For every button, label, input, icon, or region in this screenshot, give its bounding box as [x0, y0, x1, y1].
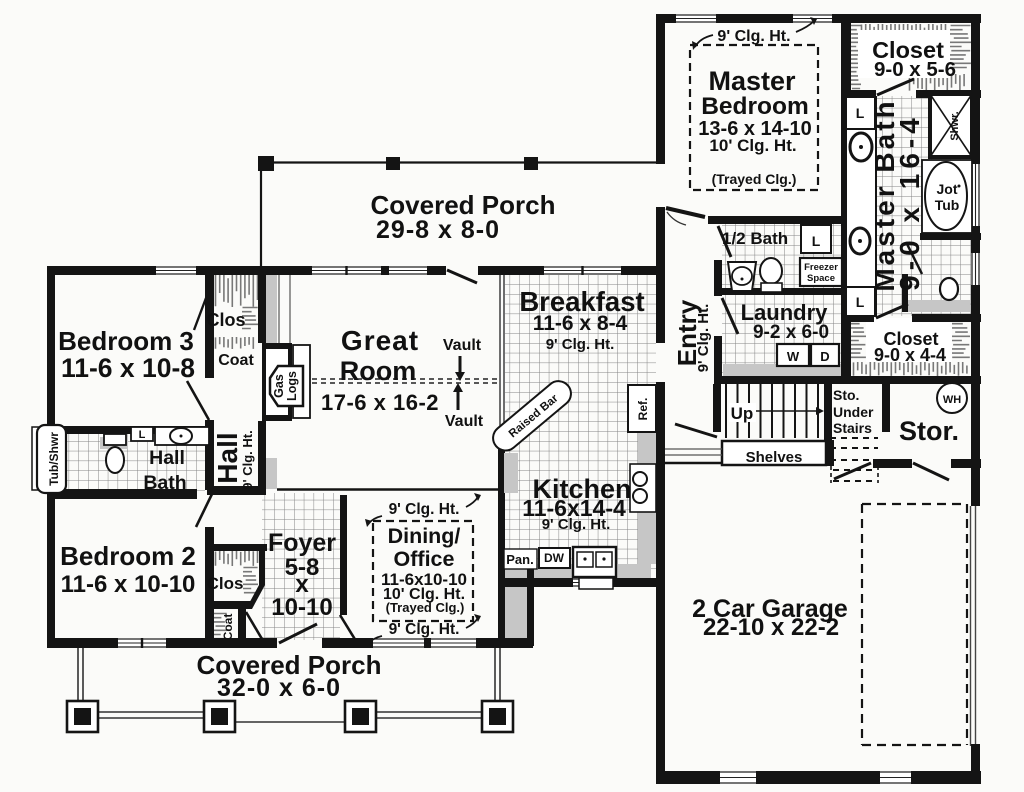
svg-text:11-6x10-10: 11-6x10-10 — [381, 570, 467, 589]
svg-text:9' Clg. Ht.: 9' Clg. Ht. — [695, 304, 712, 373]
svg-text:Up: Up — [731, 404, 754, 423]
svg-text:DW: DW — [544, 551, 565, 565]
svg-text:10' Clg. Ht.: 10' Clg. Ht. — [709, 136, 796, 155]
svg-text:13-6 x 14-10: 13-6 x 14-10 — [698, 118, 811, 140]
svg-text:10' Clg. Ht.: 10' Clg. Ht. — [383, 586, 465, 603]
svg-text:Master Bath: Master Bath — [869, 98, 900, 291]
svg-text:Freezer: Freezer — [804, 262, 838, 273]
svg-text:(Trayed Clg.): (Trayed Clg.) — [712, 171, 797, 187]
svg-text:Closet: Closet — [883, 329, 938, 349]
svg-text:x: x — [295, 571, 309, 598]
svg-text:WH: WH — [943, 394, 961, 406]
svg-text:Laundry: Laundry — [741, 300, 829, 325]
svg-text:9-2 x 6-0: 9-2 x 6-0 — [753, 322, 829, 343]
svg-text:Master: Master — [708, 66, 796, 96]
svg-text:Tub/Shwr: Tub/Shwr — [47, 432, 61, 486]
svg-text:5-8: 5-8 — [285, 554, 320, 581]
svg-text:Sto.: Sto. — [833, 387, 859, 403]
svg-text:9-0 x 16-4: 9-0 x 16-4 — [894, 113, 925, 291]
svg-text:D: D — [820, 349, 829, 364]
svg-text:17-6 x 16-2: 17-6 x 16-2 — [321, 390, 439, 415]
svg-text:Stor.: Stor. — [899, 416, 959, 446]
svg-text:Bedroom 3: Bedroom 3 — [58, 326, 194, 356]
svg-text:Dining/: Dining/ — [388, 524, 461, 548]
svg-text:1/2 Bath: 1/2 Bath — [722, 229, 788, 248]
svg-text:Under: Under — [833, 404, 874, 420]
svg-text:11-6 x 10-10: 11-6 x 10-10 — [61, 571, 196, 598]
svg-text:9-0 x 5-6: 9-0 x 5-6 — [874, 58, 956, 81]
svg-text:9' Clg. Ht.: 9' Clg. Ht. — [546, 336, 615, 353]
svg-text:Vault: Vault — [443, 337, 482, 354]
svg-text:Closet: Closet — [872, 37, 944, 63]
svg-text:Covered Porch: Covered Porch — [197, 650, 382, 680]
svg-text:11-6x14-4: 11-6x14-4 — [522, 495, 626, 521]
svg-text:Kitchen: Kitchen — [532, 474, 631, 504]
svg-text:2 Car Garage: 2 Car Garage — [692, 595, 848, 623]
svg-text:L: L — [139, 429, 146, 441]
svg-text:Office: Office — [394, 547, 455, 571]
svg-text:11-6 x 10-8: 11-6 x 10-8 — [61, 353, 195, 383]
svg-text:22-10 x 22-2: 22-10 x 22-2 — [703, 614, 839, 641]
svg-text:Hall: Hall — [149, 447, 185, 469]
svg-text:W: W — [787, 349, 800, 364]
svg-text:32-0 x 6-0: 32-0 x 6-0 — [217, 674, 341, 702]
svg-text:9' Clg. Ht.: 9' Clg. Ht. — [389, 621, 460, 638]
svg-text:Ref.: Ref. — [636, 398, 650, 421]
svg-text:Space: Space — [807, 273, 835, 284]
svg-text:Tub: Tub — [935, 197, 960, 213]
svg-text:Room: Room — [340, 356, 417, 386]
svg-text:Shelves: Shelves — [746, 449, 803, 466]
svg-text:Logs: Logs — [285, 371, 299, 401]
svg-text:Gas: Gas — [272, 374, 286, 398]
svg-text:9-0 x 4-4: 9-0 x 4-4 — [874, 345, 946, 365]
svg-text:9' Clg. Ht.: 9' Clg. Ht. — [717, 28, 790, 45]
svg-text:Pan.: Pan. — [506, 552, 533, 567]
svg-text:Coat: Coat — [221, 614, 235, 641]
svg-text:L: L — [856, 294, 865, 310]
svg-text:L: L — [812, 233, 821, 249]
svg-text:Bath: Bath — [143, 472, 186, 494]
svg-text:Bedroom: Bedroom — [701, 93, 809, 120]
svg-text:Jot: Jot — [937, 181, 958, 197]
svg-text:9' Clg. Ht.: 9' Clg. Ht. — [389, 501, 460, 518]
svg-text:Clos: Clos — [206, 310, 245, 330]
svg-text:Covered Porch: Covered Porch — [371, 190, 556, 220]
svg-text:Shwr.: Shwr. — [949, 111, 961, 140]
svg-text:Foyer: Foyer — [268, 529, 336, 557]
svg-text:Hall: Hall — [212, 432, 243, 483]
svg-text:(Trayed Clg.): (Trayed Clg.) — [386, 600, 465, 615]
svg-text:9' Clg. Ht.: 9' Clg. Ht. — [542, 516, 611, 533]
svg-text:10-10: 10-10 — [271, 594, 332, 621]
svg-text:Breakfast: Breakfast — [519, 286, 644, 317]
svg-text:Stairs: Stairs — [833, 420, 872, 436]
svg-text:Vault: Vault — [445, 413, 484, 430]
svg-text:Great: Great — [341, 325, 419, 356]
svg-text:Bedroom 2: Bedroom 2 — [60, 541, 196, 571]
svg-text:29-8 x 8-0: 29-8 x 8-0 — [376, 216, 500, 244]
svg-text:Entry: Entry — [672, 299, 702, 366]
svg-text:Coat: Coat — [218, 352, 254, 369]
svg-text:11-6 x 8-4: 11-6 x 8-4 — [533, 312, 628, 335]
svg-text:L: L — [856, 105, 865, 121]
svg-text:Clos: Clos — [207, 574, 244, 593]
svg-text:9' Clg. Ht.: 9' Clg. Ht. — [240, 430, 255, 489]
